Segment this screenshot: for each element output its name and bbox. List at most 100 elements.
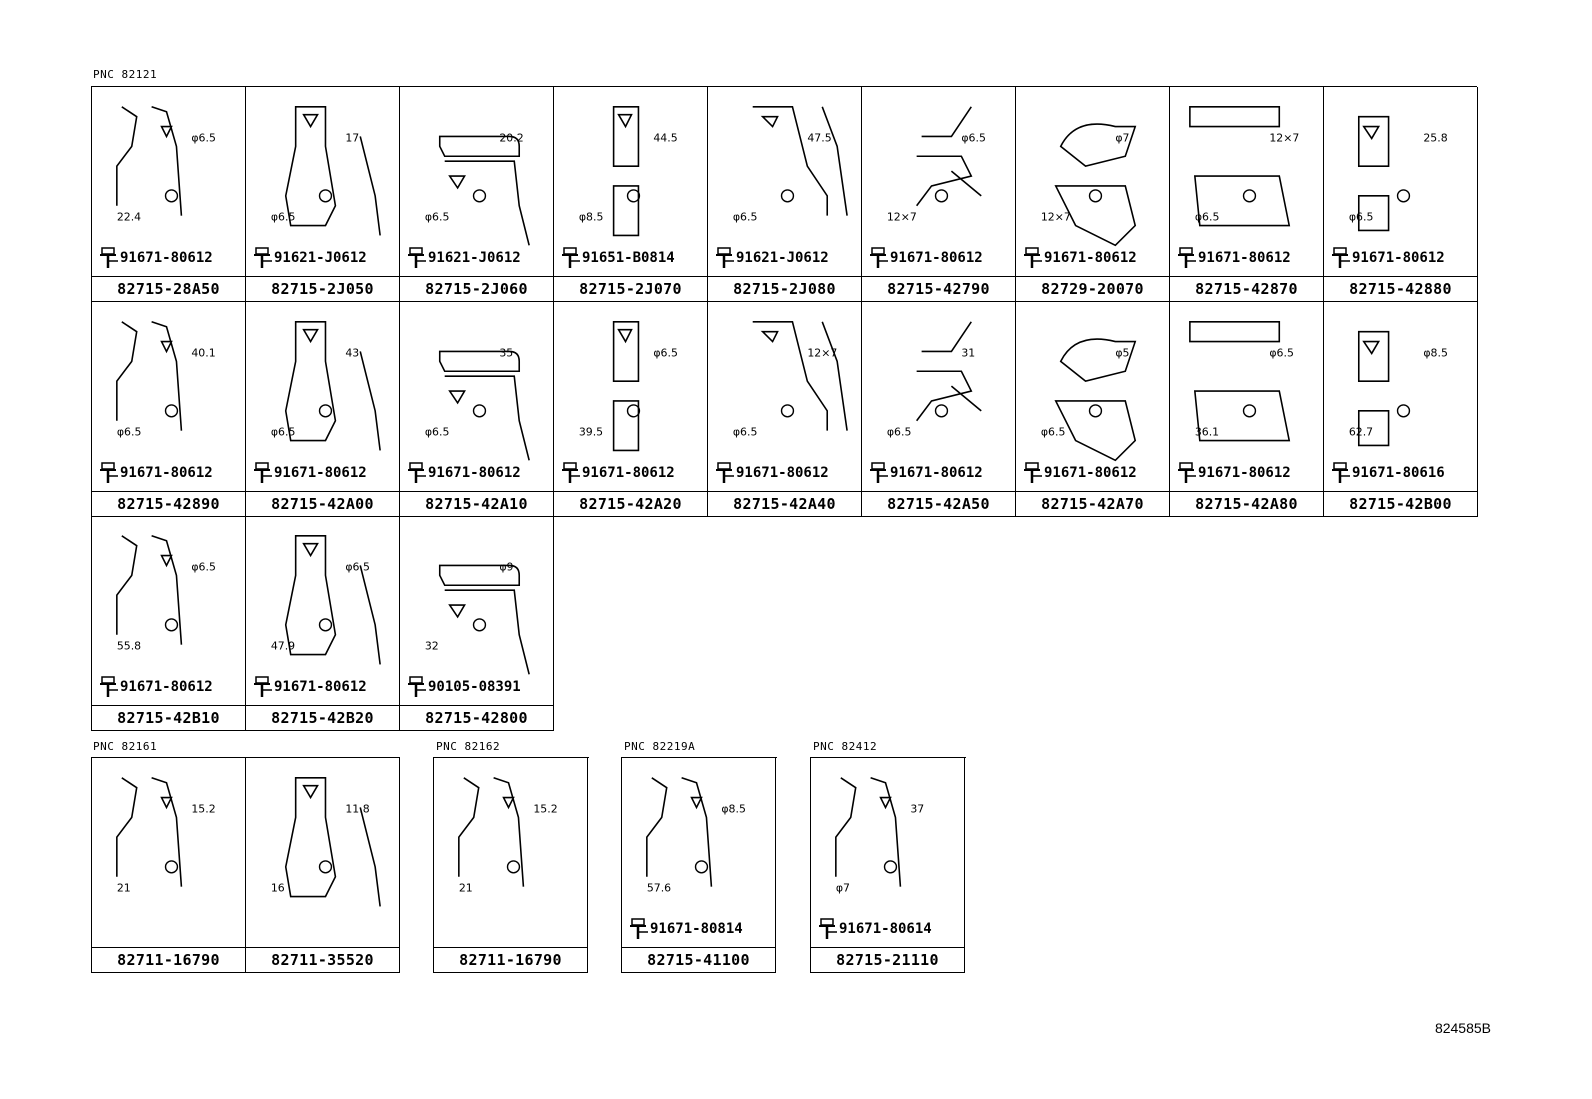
dimension-label: 43	[345, 346, 359, 359]
bolt-icon	[562, 462, 580, 483]
part-number[interactable]: 82715-2J080	[708, 276, 861, 301]
part-number[interactable]: 82711-35520	[246, 947, 399, 972]
dimension-label: 17	[345, 131, 359, 144]
part-number[interactable]: 82729-20070	[1016, 276, 1169, 301]
bolt-part-number: 91671-80612	[1198, 465, 1291, 481]
part-number[interactable]: 82715-42880	[1324, 276, 1477, 301]
part-number[interactable]: 82711-16790	[434, 947, 587, 972]
bracket-drawing: 35 φ6.5	[400, 302, 553, 490]
part-number[interactable]: 82715-41100	[622, 947, 775, 972]
part-number[interactable]: 82715-42B20	[246, 705, 399, 730]
dimension-label: 55.8	[117, 640, 141, 653]
bracket-drawing: φ8.5 62.7	[1324, 302, 1477, 490]
part-number[interactable]: 82715-2J060	[400, 276, 553, 301]
pnc-label-82162: PNC 82162	[436, 740, 501, 753]
dimension-label: φ9	[499, 560, 513, 573]
part-number[interactable]: 82715-42A80	[1170, 491, 1323, 516]
bolt-part-number: 91671-80616	[1352, 465, 1445, 481]
part-number[interactable]: 82711-16790	[92, 947, 245, 972]
dimension-label: 12×7	[887, 211, 917, 224]
bolt-icon	[819, 918, 837, 939]
bolt-part-number: 91671-80612	[1044, 465, 1137, 481]
part-number[interactable]: 82715-2J070	[554, 276, 707, 301]
bolt-icon	[254, 247, 272, 268]
part-number[interactable]: 82715-42A50	[862, 491, 1015, 516]
bolt-part-number: 91671-80612	[890, 465, 983, 481]
part-number[interactable]: 82715-42A40	[708, 491, 861, 516]
bolt-callout: 91671-80612	[98, 462, 213, 484]
dimension-label: 15.2	[191, 802, 215, 815]
dimension-label: φ6.5	[117, 426, 142, 439]
part-number[interactable]: 82715-42A20	[554, 491, 707, 516]
part-number[interactable]: 82715-42800	[400, 705, 553, 730]
dimension-label: 47.5	[807, 131, 831, 144]
dimension-label: 31	[961, 346, 975, 359]
bolt-icon	[408, 676, 426, 697]
dimension-label: φ6.5	[425, 426, 450, 439]
dimension-label: 11.8	[345, 802, 369, 815]
bolt-part-number: 91671-80612	[428, 465, 521, 481]
part-number[interactable]: 82715-42A70	[1016, 491, 1169, 516]
part-number[interactable]: 82715-42890	[92, 491, 245, 516]
part-number[interactable]: 82715-2J050	[246, 276, 399, 301]
dimension-label: φ6.5	[425, 211, 450, 224]
dimension-label: φ8.5	[1423, 346, 1448, 359]
part-number[interactable]: 82715-42B00	[1324, 491, 1477, 516]
dimension-label: φ6.5	[271, 211, 296, 224]
bolt-callout: 91671-80612	[406, 462, 521, 484]
part-number[interactable]: 82715-42870	[1170, 276, 1323, 301]
bolt-callout: 91671-80612	[1330, 247, 1445, 269]
dimension-label: 35	[499, 346, 513, 359]
dimension-label: 12×7	[1269, 131, 1299, 144]
bolt-callout: 91671-80612	[98, 247, 213, 269]
part-cell[interactable]: φ8.5 62.7 91671-80616 82715-42B00	[1324, 302, 1478, 517]
dimension-label: 62.7	[1349, 426, 1373, 439]
part-number[interactable]: 82715-42A10	[400, 491, 553, 516]
part-number[interactable]: 82715-42790	[862, 276, 1015, 301]
part-number[interactable]: 82715-21110	[811, 947, 964, 972]
bolt-callout: 91671-80616	[1330, 462, 1445, 484]
part-cell[interactable]: 35 φ6.5 91671-80612 82715-42A10	[400, 302, 554, 517]
bolt-icon	[630, 918, 648, 939]
part-number[interactable]: 82715-42B10	[92, 705, 245, 730]
bolt-callout: 91621-J0612	[406, 247, 521, 269]
dimension-label: φ7	[836, 882, 850, 895]
bolt-icon	[1024, 247, 1042, 268]
dimension-label: 36.1	[1195, 426, 1219, 439]
part-number[interactable]: 82715-42A00	[246, 491, 399, 516]
part-number[interactable]: 82715-28A50	[92, 276, 245, 301]
dimension-label: 57.6	[647, 882, 671, 895]
dimension-label: 21	[459, 882, 473, 895]
